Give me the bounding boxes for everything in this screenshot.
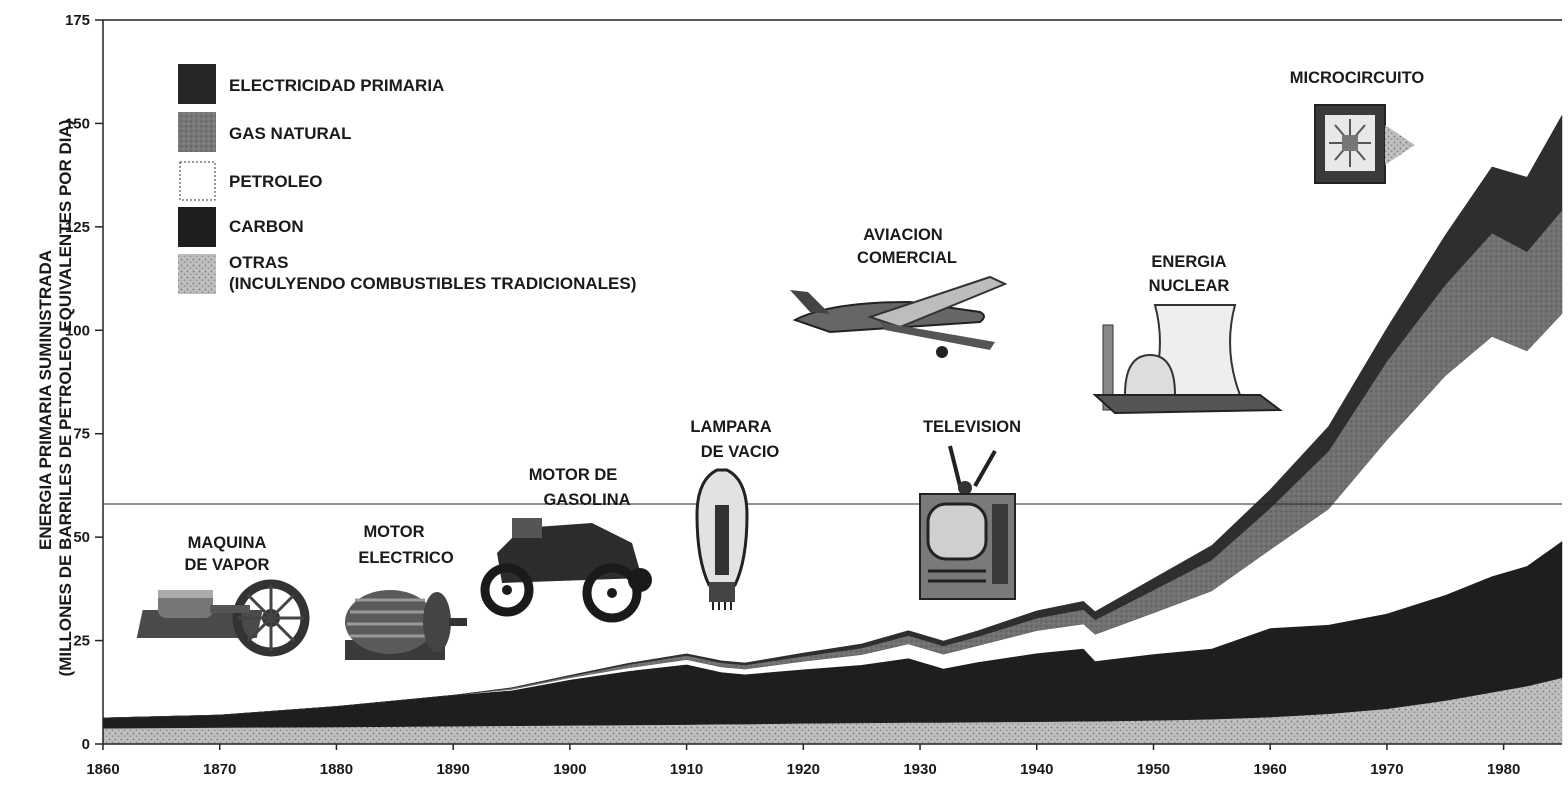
y-tick-label-175: 175: [65, 12, 90, 29]
axis-ticks: 0 25 50 75 100 125 150 175 1860 1870 1880 1890 1900 1…: [65, 12, 1520, 778]
legend-label-gas-natural: GAS NATURAL: [229, 124, 351, 143]
microchip-icon: [1314, 104, 1415, 184]
x-tick-label-1910: 1910: [670, 761, 703, 778]
x-tick-label-1870: 1870: [203, 761, 236, 778]
annotation-maquina-de-vapor: MAQUINA DE VAPOR: [136, 534, 310, 657]
annotation-label-motor-de-gasolina-2: GASOLINA: [543, 491, 630, 509]
y-tick-label-75: 75: [73, 426, 90, 443]
legend-swatch-carbon: [178, 207, 216, 247]
y-axis-title-line2: (MILLONES DE BARRILES DE PETROLEO EQUIVA…: [56, 120, 75, 677]
annotation-label-microcircuito: MICROCIRCUITO: [1290, 69, 1425, 87]
nuclear-plant-icon: [1092, 304, 1283, 415]
annotation-aviacion-comercial: AVIACION COMERCIAL: [790, 226, 1008, 358]
annotation-label-lampara-de-vacio: LAMPARA: [690, 418, 771, 436]
car-icon: [480, 518, 652, 623]
plot-frame: [102, 19, 1562, 745]
x-tick-label-1950: 1950: [1137, 761, 1170, 778]
steam-engine-icon: [136, 579, 310, 657]
annotation-label-aviacion-comercial: AVIACION: [863, 226, 942, 244]
annotation-label-energia-nuclear: ENERGIA: [1151, 253, 1226, 271]
x-tick-label-1860: 1860: [86, 761, 119, 778]
y-tick-label-125: 125: [65, 219, 90, 236]
y-tick-label-50: 50: [73, 529, 90, 546]
annotation-motor-electrico: MOTOR ELECTRICO: [345, 523, 467, 660]
electric-motor-icon: [345, 590, 467, 660]
vacuum-tube-icon: [695, 468, 749, 610]
television-icon: [919, 445, 1016, 600]
x-tick-label-1960: 1960: [1254, 761, 1287, 778]
legend-label-otras: OTRAS (INCULYENDO COMBUSTIBLES TRADICION…: [229, 253, 636, 293]
legend-label-electricidad-primaria: ELECTRICIDAD PRIMARIA: [229, 76, 444, 95]
y-tick-label-25: 25: [73, 633, 90, 650]
x-tick-label-1920: 1920: [787, 761, 820, 778]
legend-swatch-petroleo: [179, 161, 216, 201]
y-tick-label-150: 150: [65, 115, 90, 132]
annotation-motor-de-gasolina: MOTOR DE GASOLINA: [480, 466, 652, 623]
annotation-label-television: TELEVISION: [923, 418, 1021, 436]
legend-swatch-otras: [178, 254, 216, 294]
airplane-icon: [790, 275, 1008, 358]
x-tick-label-1970: 1970: [1370, 761, 1403, 778]
x-tick-label-1980: 1980: [1487, 761, 1520, 778]
annotation-lampara-de-vacio: LAMPARA DE VACIO: [690, 418, 779, 610]
annotation-label-aviacion-comercial-2: COMERCIAL: [857, 249, 957, 267]
annotation-label-maquina-de-vapor: MAQUINA: [188, 534, 267, 552]
x-tick-label-1880: 1880: [320, 761, 353, 778]
legend: ELECTRICIDAD PRIMARIA GAS NATURAL PETROL…: [178, 64, 636, 294]
area-petroleo: [103, 313, 1562, 718]
annotation-label-energia-nuclear-2: NUCLEAR: [1149, 277, 1230, 295]
legend-label-carbon: CARBON: [229, 217, 304, 236]
stacked-areas: [102, 114, 1563, 745]
annotation-label-maquina-de-vapor-2: DE VAPOR: [185, 556, 270, 574]
annotation-label-motor-electrico: MOTOR: [363, 523, 424, 541]
annotation-label-lampara-de-vacio-2: DE VACIO: [701, 443, 780, 461]
y-tick-label-0: 0: [82, 736, 90, 753]
legend-label-petroleo: PETROLEO: [229, 172, 323, 191]
x-tick-label-1900: 1900: [553, 761, 586, 778]
x-tick-label-1890: 1890: [436, 761, 469, 778]
y-axis-title-line1: ENERGIA PRIMARIA SUMINISTRADA: [36, 250, 55, 550]
annotation-energia-nuclear: ENERGIA NUCLEAR: [1092, 253, 1283, 415]
y-tick-label-100: 100: [65, 322, 90, 339]
annotation-label-motor-de-gasolina: MOTOR DE: [529, 466, 618, 484]
x-tick-label-1940: 1940: [1020, 761, 1053, 778]
area-electricidad-primaria: [102, 114, 1563, 719]
annotation-television: TELEVISION: [919, 418, 1021, 600]
annotation-microcircuito: MICROCIRCUITO: [1290, 69, 1425, 184]
legend-swatch-electricidad-primaria: [178, 64, 216, 104]
x-tick-label-1930: 1930: [903, 761, 936, 778]
annotation-label-motor-electrico-2: ELECTRICO: [358, 549, 454, 567]
